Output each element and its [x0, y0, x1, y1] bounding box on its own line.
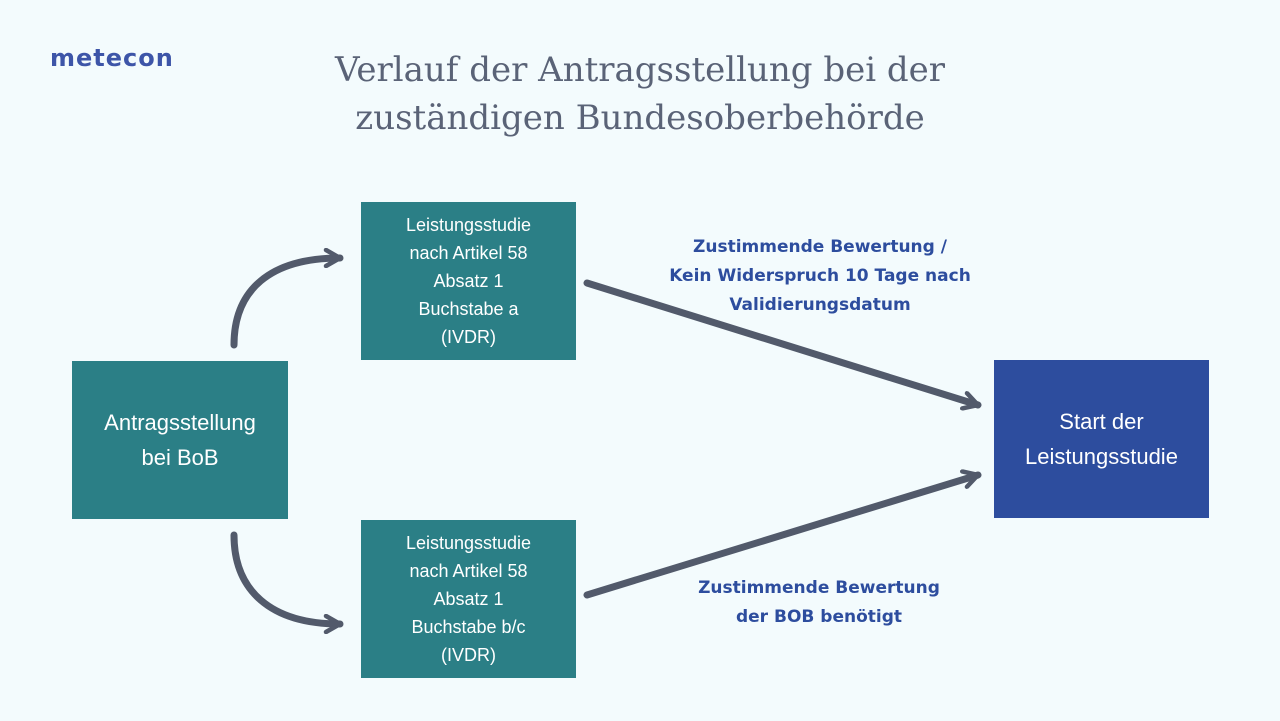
edge-label-line: Kein Widerspruch 10 Tage nach [669, 266, 971, 286]
diagram-title: Verlauf der Antragsstellung bei der zust… [240, 46, 1040, 142]
node-study-a-line: Absatz 1 [433, 271, 504, 291]
node-study-bc-line: Absatz 1 [433, 589, 504, 609]
arrow-study-bc-to-end [583, 475, 982, 599]
node-end-line: Leistungsstudie [1025, 444, 1178, 469]
node-study-a-line: nach Artikel 58 [409, 243, 528, 263]
metecon-logo: metecon [50, 44, 174, 72]
node-leistungsstudie-bc: Leistungsstudie nach Artikel 58 Absatz 1… [361, 520, 576, 678]
node-study-bc-line: (IVDR) [441, 645, 496, 665]
edge-label-line: Zustimmende Bewertung / [693, 237, 947, 257]
arrow-start-to-study-a [230, 258, 344, 349]
node-study-bc-line: Buchstabe b/c [411, 617, 526, 637]
node-study-a-line: (IVDR) [441, 327, 496, 347]
node-start-line: Antragsstellung [104, 410, 256, 435]
node-study-a-line: Buchstabe a [418, 299, 519, 319]
node-antragsstellung: Antragsstellung bei BoB [72, 361, 288, 519]
node-end-line: Start der [1059, 409, 1144, 434]
node-start-der-leistungsstudie: Start der Leistungsstudie [994, 360, 1209, 518]
edge-label-study-a: Zustimmende Bewertung / Kein Widerspruch… [640, 233, 1000, 320]
node-leistungsstudie-a: Leistungsstudie nach Artikel 58 Absatz 1… [361, 202, 576, 360]
edge-label-line: Validierungsdatum [729, 295, 911, 315]
node-start-line: bei BoB [141, 445, 219, 470]
node-study-bc-line: nach Artikel 58 [409, 561, 528, 581]
title-line-1: Verlauf der Antragsstellung bei der [334, 50, 946, 90]
edge-label-study-bc: Zustimmende Bewertung der BOB benötigt [660, 574, 978, 632]
title-line-2: zuständigen Bundesoberbehörde [355, 98, 925, 138]
arrow-start-to-study-bc [230, 531, 344, 624]
node-study-bc-line: Leistungsstudie [405, 533, 532, 553]
edge-label-line: Zustimmende Bewertung [698, 578, 940, 598]
node-study-a-line: Leistungsstudie [405, 215, 532, 235]
edge-label-line: der BOB benötigt [735, 607, 902, 627]
arrow-study-a-to-end [583, 279, 982, 405]
